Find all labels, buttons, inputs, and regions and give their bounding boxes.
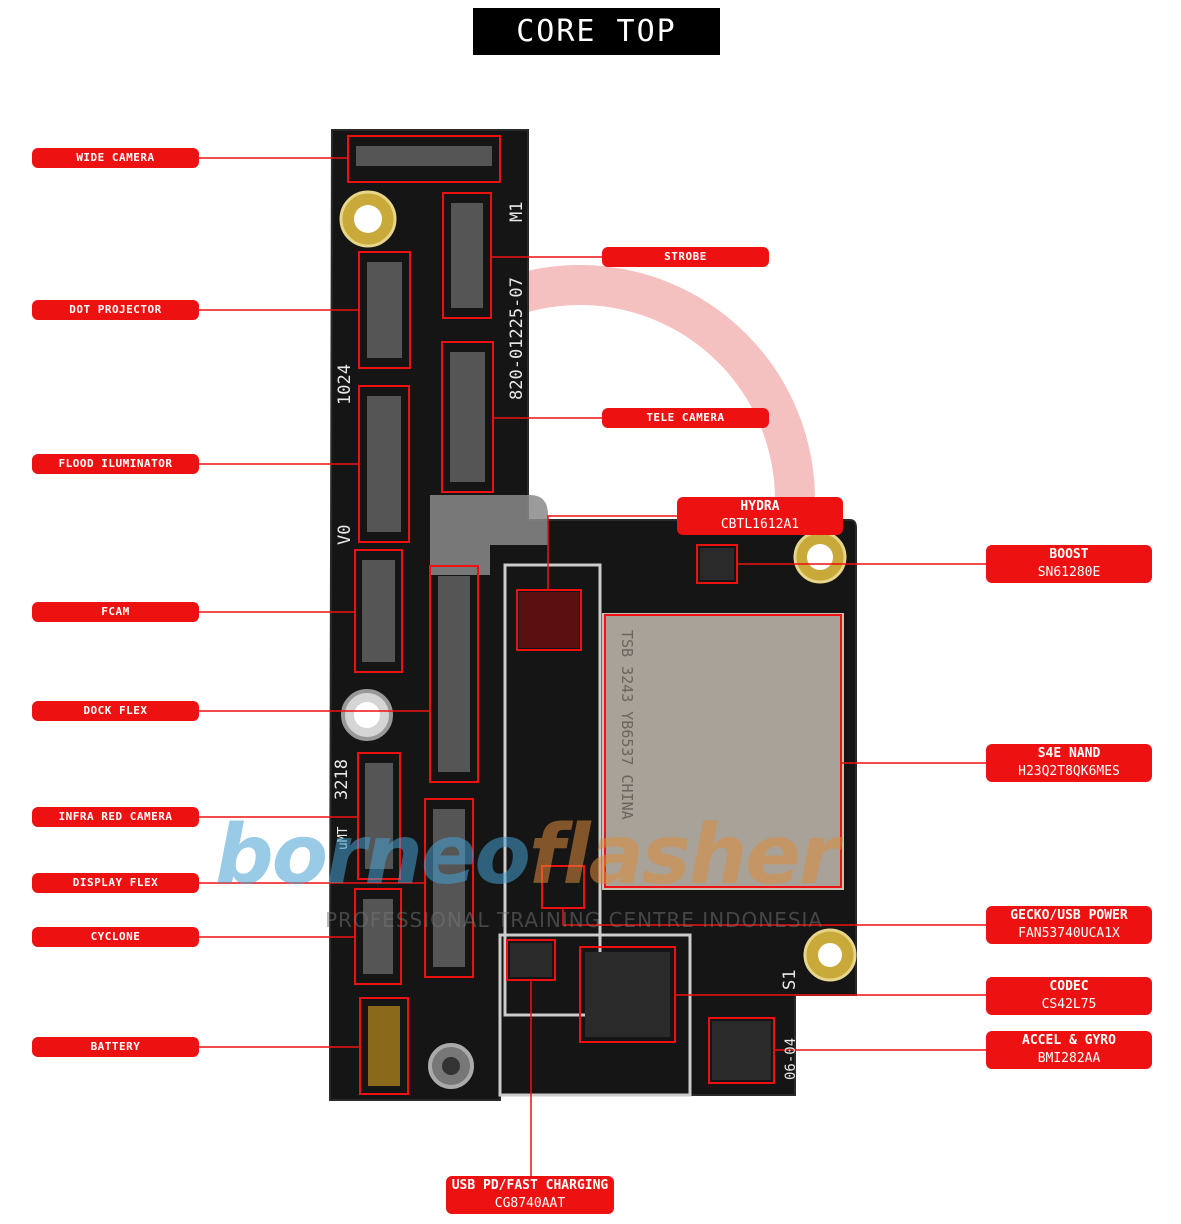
board-code-text: 1024 <box>335 364 355 405</box>
nand-marking-text: TSB 3243 YB6537 CHINA <box>618 630 636 820</box>
watermark-text: borneoflasher <box>215 808 839 903</box>
s4e-nand-chip <box>604 614 842 888</box>
display-flex-connector <box>424 798 474 978</box>
battery-connector <box>359 997 409 1095</box>
board-v0-text: V0 <box>335 525 355 545</box>
label-battery: BATTERY <box>32 1037 199 1057</box>
fcam-connector <box>354 549 403 673</box>
label-tele-camera: TELE CAMERA <box>602 408 769 428</box>
dock-flex-connector <box>429 565 479 783</box>
infra-red-camera-connector <box>357 752 401 880</box>
strobe-connector <box>442 192 492 319</box>
board-code-text: 06-04 <box>783 1038 799 1080</box>
label-wide-camera: WIDE CAMERA <box>32 148 199 168</box>
label-dot-projector: DOT PROJECTOR <box>32 300 199 320</box>
hydra-chip <box>516 589 582 651</box>
board-um-text: uMT <box>336 826 351 850</box>
wide-camera-connector <box>347 135 501 183</box>
label-infra-red-camera: INFRA RED CAMERA <box>32 807 199 827</box>
watermark-subtext: PROFESSIONAL TRAINING CENTRE INDONESIA <box>325 908 824 932</box>
label-dock-flex: DOCK FLEX <box>32 701 199 721</box>
label-display-flex: DISPLAY FLEX <box>32 873 199 893</box>
page-title: CORE TOP <box>473 8 720 55</box>
board-id-text: 820-01225-07 <box>507 277 527 400</box>
label-cyclone: CYCLONE <box>32 927 199 947</box>
board-s1-text: S1 <box>780 970 800 990</box>
tele-camera-connector <box>441 341 494 493</box>
board-m1-text: M1 <box>507 202 527 222</box>
nand-shield <box>602 613 844 890</box>
board-code-text: 3218 <box>332 759 352 800</box>
label-fcam: FCAM <box>32 602 199 622</box>
label-strobe: STROBE <box>602 247 769 267</box>
label-flood-illuminator: FLOOD ILUMINATOR <box>32 454 199 474</box>
